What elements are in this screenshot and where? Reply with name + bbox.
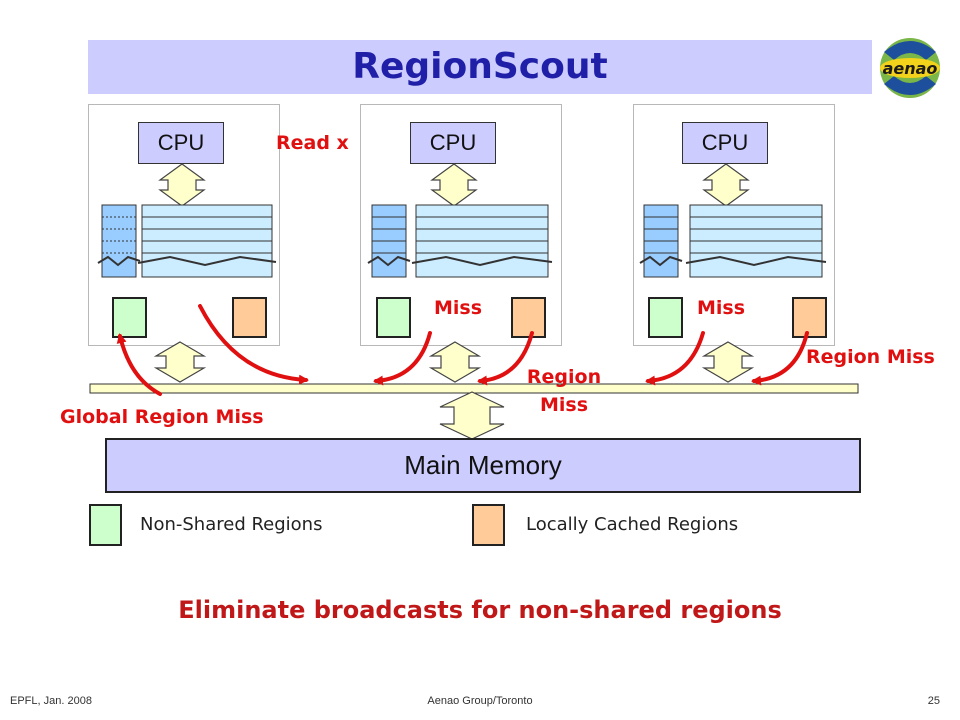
red-arrow-miss-3b <box>751 331 809 386</box>
legend-locally-cached-label: Locally Cached Regions <box>526 514 739 535</box>
interconnect-bus <box>89 383 859 394</box>
non-shared-region-box-3 <box>648 297 683 338</box>
red-arrow-miss-3a <box>645 331 705 386</box>
cache-tags-3 <box>639 204 683 278</box>
title-bar <box>88 40 872 94</box>
red-arrow-global <box>116 333 162 396</box>
node-bus-arrow-2 <box>428 341 482 383</box>
cached-region-box-2 <box>511 297 546 338</box>
node-bus-arrow-3 <box>701 341 755 383</box>
cpu-3: CPU <box>682 122 768 164</box>
cached-region-box-3 <box>792 297 827 338</box>
read-x-label: Read x <box>276 132 349 154</box>
miss-label-node-2: Miss <box>434 297 483 319</box>
cpu-cache-arrow-2 <box>430 163 478 207</box>
main-memory: Main Memory <box>105 438 861 493</box>
cache-data-2 <box>411 204 553 278</box>
region-miss-middle-line2: Miss <box>539 394 589 416</box>
cpu-cache-arrow-3 <box>702 163 750 207</box>
miss-label-node-3: Miss <box>697 297 746 319</box>
region-miss-middle-line1: Region <box>526 366 602 388</box>
red-arrow-miss-2a <box>373 331 432 386</box>
cpu-1: CPU <box>138 122 224 164</box>
bus-memory-arrow <box>439 391 505 440</box>
legend-swatch-locally-cached <box>472 504 505 546</box>
cache-data-1 <box>137 204 277 278</box>
footer-center: Aenao Group/Toronto <box>427 695 533 707</box>
page-number: 25 <box>927 695 940 707</box>
region-miss-label-middle: Region Miss <box>514 363 614 419</box>
legend-non-shared-label: Non-Shared Regions <box>140 514 323 535</box>
footer-left: EPFL, Jan. 2008 <box>10 695 92 707</box>
cached-region-box-1 <box>232 297 267 338</box>
non-shared-region-box-1 <box>112 297 147 338</box>
node-bus-arrow-1 <box>153 341 207 383</box>
non-shared-region-box-2 <box>376 297 411 338</box>
slide-title: RegionScout <box>352 46 608 87</box>
red-arrow-miss-2b <box>477 331 534 386</box>
cpu-2: CPU <box>410 122 496 164</box>
cache-data-3 <box>685 204 827 278</box>
cache-tags-1 <box>97 204 141 278</box>
legend-swatch-non-shared <box>89 504 122 546</box>
red-arrow-read <box>198 304 309 385</box>
region-miss-label-right: Region Miss <box>806 346 935 368</box>
global-region-miss-label: Global Region Miss <box>60 406 264 428</box>
cache-tags-2 <box>367 204 411 278</box>
cpu-cache-arrow-1 <box>158 163 206 207</box>
tagline: Eliminate broadcasts for non-shared regi… <box>178 596 782 624</box>
